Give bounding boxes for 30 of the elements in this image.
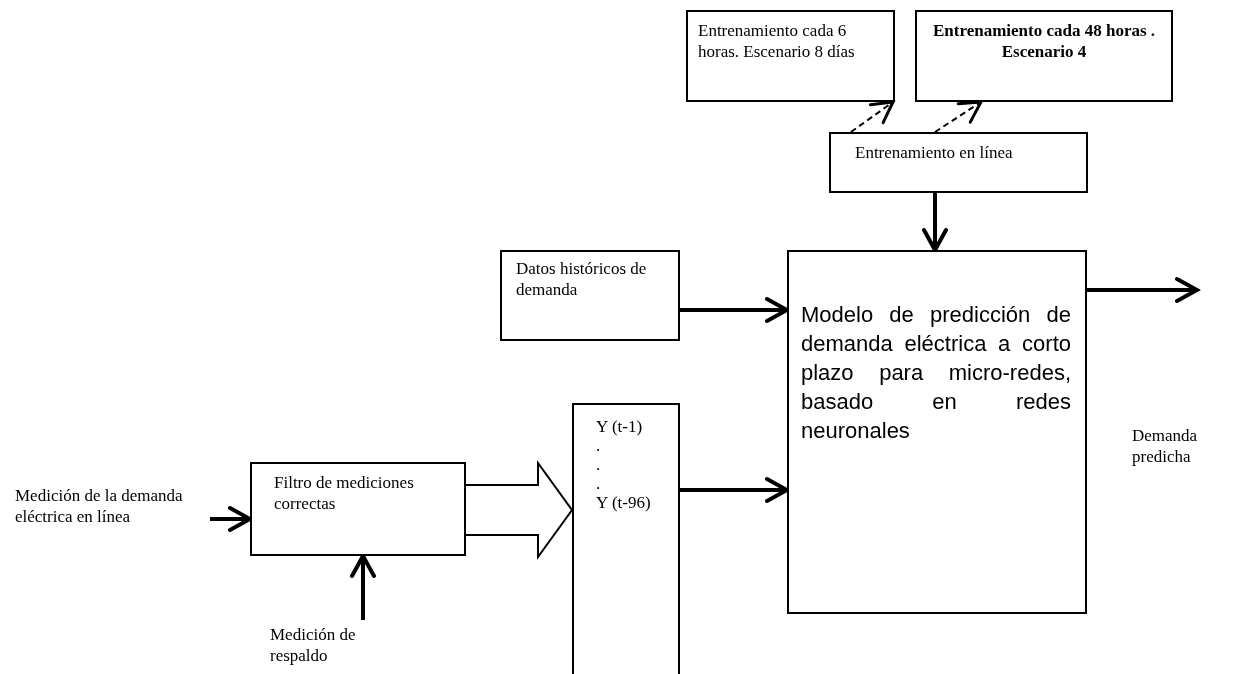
- node-text: Entrenamiento cada 48 horas . Escenario 4: [931, 20, 1157, 62]
- output-text: Demanda predicha: [1132, 425, 1199, 467]
- model-title: Modelo de predicción de demanda eléctrica a corto plazo para micro-redes, basado en redes neuronales: [801, 301, 1071, 445]
- node-text: .: [596, 436, 602, 455]
- filter-box: [250, 462, 466, 556]
- node-text: Medición de respaldo: [270, 624, 357, 666]
- process-box: [686, 10, 895, 102]
- block-arrow: [465, 459, 574, 561]
- node-text: .: [596, 474, 602, 493]
- arrow: [680, 297, 789, 323]
- node-text: Medición de la demanda eléctrica en línea: [15, 485, 184, 527]
- arrow: [1087, 277, 1199, 303]
- process-box: [829, 132, 1088, 193]
- lag-vector-box: [572, 403, 680, 674]
- arrow: [850, 100, 895, 133]
- input-box: [500, 250, 680, 341]
- arrow: [922, 193, 948, 252]
- node-text: Entrenamiento cada 6 horas. Escenario 8 días: [698, 20, 856, 62]
- node-text: Y (t-96): [596, 493, 652, 512]
- arrow: [680, 477, 789, 503]
- node-text: .: [596, 455, 602, 474]
- process-box: [915, 10, 1173, 102]
- node-text: Entrenamiento en línea: [855, 142, 1014, 163]
- model-box: [787, 250, 1087, 614]
- arrow: [934, 100, 983, 133]
- arrow: [208, 506, 252, 532]
- node-text: Y (t-1): [596, 417, 644, 436]
- arrow: [350, 554, 376, 620]
- node-text: Filtro de mediciones correctas: [274, 472, 415, 514]
- node-text: Datos históricos de demanda: [516, 258, 648, 300]
